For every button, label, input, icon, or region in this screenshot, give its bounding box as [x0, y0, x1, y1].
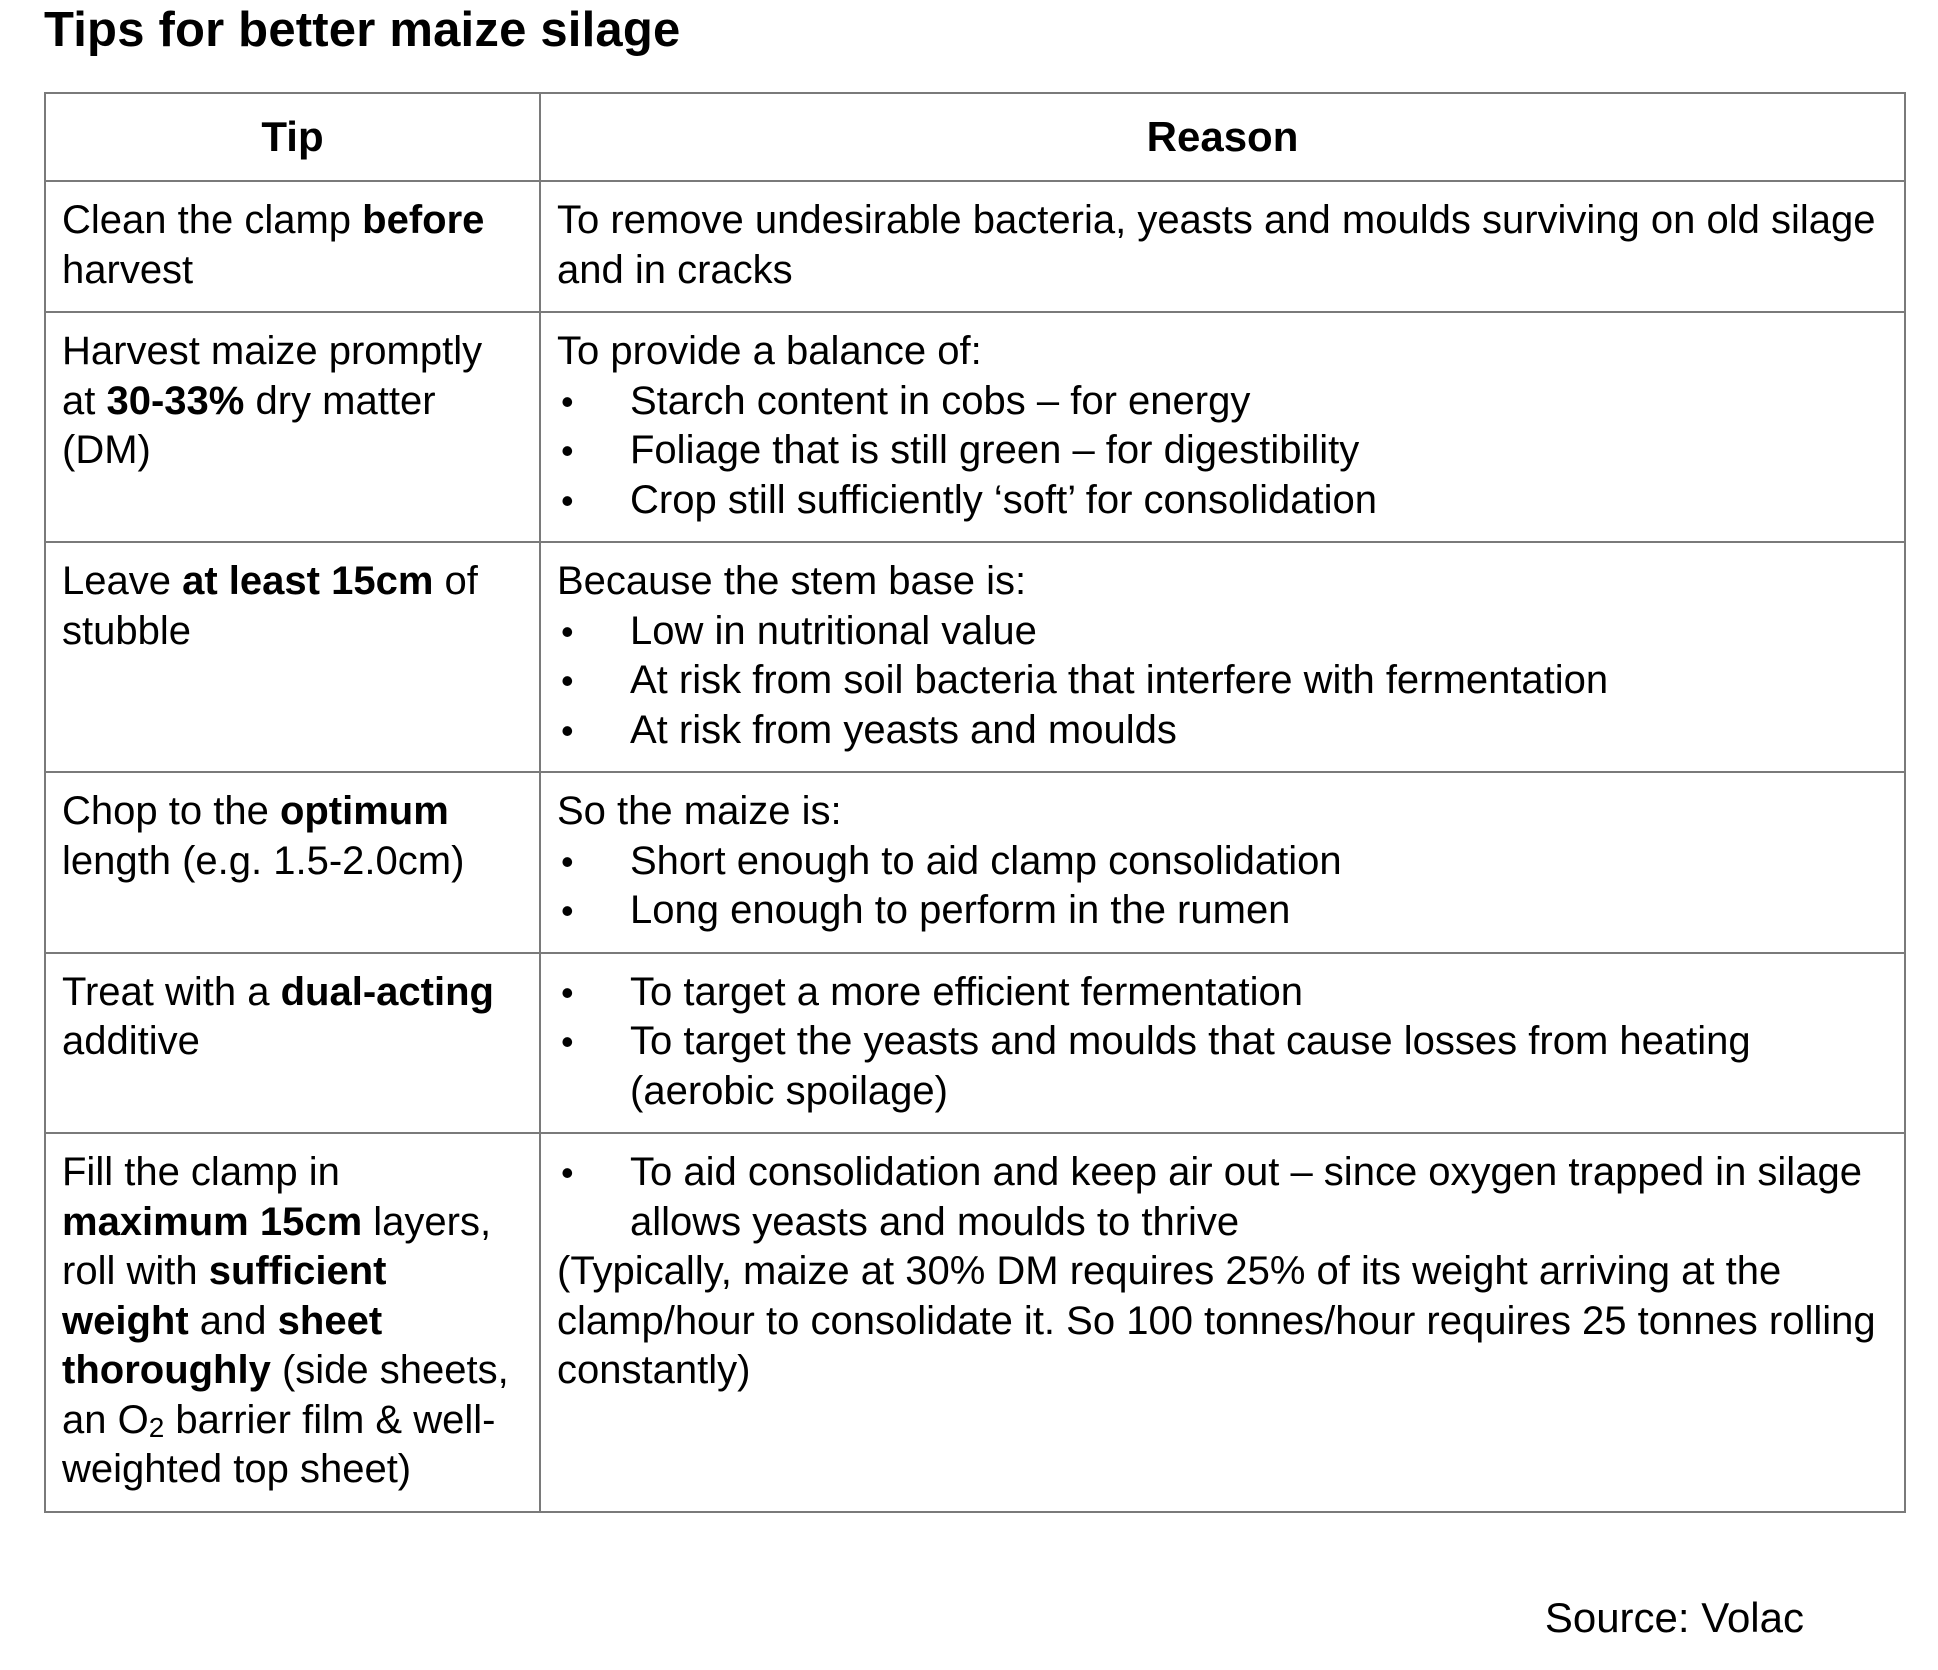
tips-table: Tip Reason Clean the clamp before harves…	[44, 92, 1906, 1513]
reason-bullet-text: To target the yeasts and moulds that cau…	[630, 1019, 1751, 1113]
tip-text: dry matter (DM)	[62, 378, 436, 473]
reason-bullet-text: Short enough to aid clamp consolidation	[630, 838, 1342, 883]
table-row: Harvest maize promptly at 30-33% dry mat…	[44, 311, 1906, 543]
reason-bullet-text: To target a more efficient fermentation	[630, 969, 1303, 1014]
reason-bullet-item: • Long enough to perform in the rumen	[557, 886, 1888, 936]
reason-bullet-list: • To target a more efficient fermentation…	[557, 968, 1888, 1117]
tip-text: Chop to the	[62, 789, 280, 833]
bullet-icon: •	[561, 610, 574, 652]
table-row: Fill the clamp in maximum 15cm layers, r…	[44, 1132, 1906, 1513]
reason-bullet-item: • Low in nutritional value	[557, 607, 1888, 657]
reason-bullet-item: • Starch content in cobs – for energy	[557, 377, 1888, 427]
tip-emphasis: sufficient weight	[62, 1249, 387, 1343]
tip-emphasis: dual-acting	[280, 969, 494, 1014]
tip-text: of stubble	[62, 559, 478, 653]
bullet-icon: •	[561, 971, 574, 1013]
tip-text: Harvest maize promptly at	[62, 329, 483, 423]
reason-bullet-item: • At risk from yeasts and moulds	[557, 706, 1888, 756]
reason-note: (Typically, maize at 30% DM requires 25%…	[557, 1249, 1876, 1392]
tip-text: barrier film & well-weighted top sheet)	[62, 1397, 496, 1492]
tip-emphasis: maximum 15cm	[62, 1199, 363, 1244]
source-credit: Source: Volac	[1544, 1594, 1804, 1641]
reason-cell: To provide a balance of: • Starch content …	[539, 311, 1906, 543]
table-header-row: Tip Reason	[44, 92, 1906, 182]
bullet-icon: •	[561, 479, 574, 521]
tip-emphasis: at least 15cm	[182, 559, 434, 603]
table-row: Treat with a dual-acting additive • To tar…	[44, 951, 1906, 1134]
tip-text: additive	[62, 1019, 200, 1063]
reason-bullet-text: Foliage that is still green – for digest…	[630, 428, 1360, 472]
bullet-icon: •	[561, 660, 574, 701]
reason-cell: • To target a more efficient fermentation…	[539, 951, 1906, 1134]
reason-bullet-item: • Short enough to aid clamp consolidation	[557, 837, 1888, 887]
tip-text: and	[188, 1298, 278, 1343]
tip-text: Clean the clamp	[62, 198, 363, 242]
reason-bullet-text: At risk from soil bacteria that interfer…	[630, 658, 1609, 702]
reason-bullet-list: • Starch content in cobs – for energy • Fol…	[557, 377, 1888, 526]
bullet-icon: •	[561, 890, 574, 931]
tip-cell: Clean the clamp before harvest	[44, 180, 541, 313]
reason-bullet-item: • Crop still sufficiently ‘soft’ for cons…	[557, 476, 1888, 526]
tip-emphasis: optimum	[279, 789, 449, 833]
bullet-icon: •	[561, 1021, 574, 1062]
reason-column-header: Reason	[539, 92, 1906, 182]
bullet-icon: •	[561, 840, 574, 882]
tip-text: (side sheets, an O	[62, 1348, 509, 1442]
reason-bullet-list: • Low in nutritional value • At risk from s…	[557, 607, 1888, 756]
bullet-icon: •	[561, 430, 574, 471]
reason-intro: So the maize is:	[557, 789, 842, 833]
reason-cell: To remove undesirable bacteria, yeasts a…	[539, 180, 1906, 313]
reason-bullet-text: Long enough to perform in the rumen	[630, 888, 1291, 932]
reason-bullet-item: • Foliage that is still green – for diges…	[557, 426, 1888, 476]
bullet-icon: •	[561, 380, 574, 422]
table-row: Chop to the optimum length (e.g. 1.5-2.0…	[44, 771, 1906, 954]
reason-bullet-item: • To target a more efficient fermentation	[557, 968, 1888, 1018]
tip-cell: Leave at least 15cm of stubble	[44, 541, 541, 773]
tip-text: length (e.g. 1.5-2.0cm)	[62, 838, 465, 883]
reason-bullet-list: • Short enough to aid clamp consolidation…	[557, 837, 1888, 936]
reason-cell: Because the stem base is: • Low in nutriti…	[539, 541, 1906, 773]
tip-text: Fill the clamp in	[62, 1150, 340, 1194]
reason-intro: To provide a balance of:	[557, 329, 982, 373]
tip-emphasis: sheet thoroughly	[62, 1298, 383, 1393]
reason-intro: Because the stem base is:	[557, 559, 1027, 603]
tip-cell: Fill the clamp in maximum 15cm layers, r…	[44, 1132, 541, 1513]
reason-bullet-item: • To aid consolidation and keep air out –…	[557, 1148, 1888, 1247]
reason-cell: • To aid consolidation and keep air out –…	[539, 1132, 1906, 1513]
reason-bullet-text: Low in nutritional value	[630, 608, 1037, 653]
reason-cell: So the maize is: • Short enough to aid cla…	[539, 771, 1906, 954]
tip-text: layers, roll with	[62, 1199, 492, 1294]
page-title: Tips for better maize silage	[44, 3, 681, 57]
reason-bullet-list: • To aid consolidation and keep air out –…	[557, 1148, 1888, 1247]
reason-bullet-item: • To target the yeasts and moulds that ca…	[557, 1017, 1888, 1116]
tip-emphasis: before	[362, 198, 485, 242]
reason-bullet-text: To aid consolidation and keep air out – …	[630, 1150, 1862, 1244]
reason-bullet-item: • At risk from soil bacteria that interfe…	[557, 656, 1888, 706]
reason-bullet-text: At risk from yeasts and moulds	[630, 707, 1177, 752]
tip-column-header: Tip	[44, 92, 541, 182]
bullet-icon: •	[561, 1152, 574, 1193]
reason-intro: To remove undesirable bacteria, yeasts a…	[557, 198, 1876, 292]
reason-bullet-text: Crop still sufficiently ‘soft’ for conso…	[630, 477, 1377, 522]
tip-cell: Chop to the optimum length (e.g. 1.5-2.0…	[44, 771, 541, 954]
tip-text: Leave	[62, 559, 183, 603]
bullet-icon: •	[561, 709, 574, 751]
reason-bullet-text: Starch content in cobs – for energy	[630, 378, 1251, 423]
tip-text: harvest	[62, 247, 194, 292]
table-row: Leave at least 15cm of stubble Because th…	[44, 541, 1906, 773]
subscript: 2	[148, 1411, 165, 1443]
tip-cell: Harvest maize promptly at 30-33% dry mat…	[44, 311, 541, 543]
tip-cell: Treat with a dual-acting additive	[44, 951, 541, 1134]
tip-text: Treat with a	[62, 969, 281, 1014]
tip-emphasis: 30-33%	[106, 378, 245, 423]
